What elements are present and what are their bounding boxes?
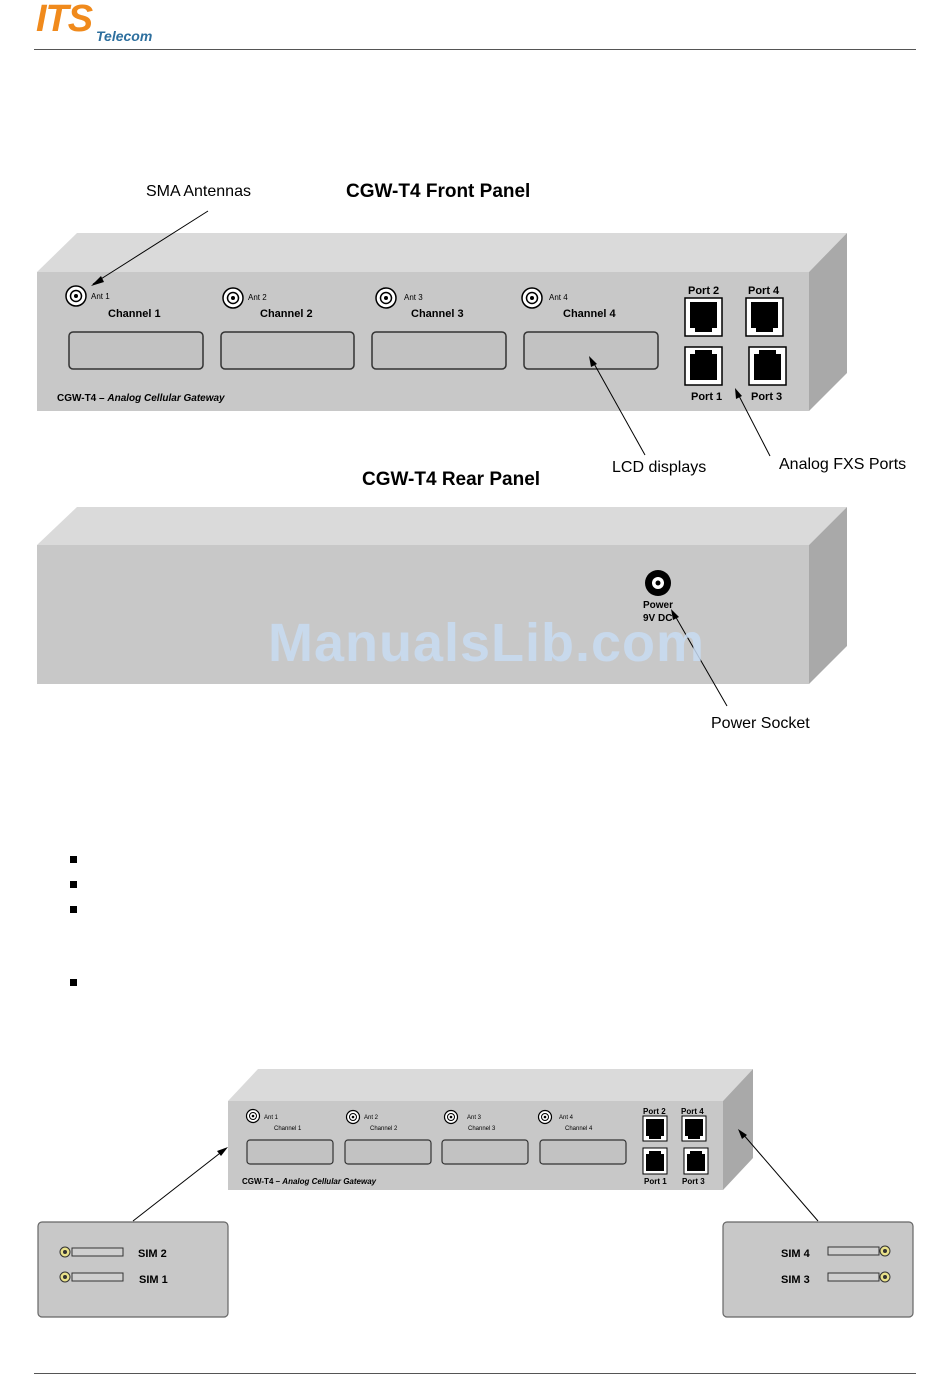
sim-3-label: SIM 3 [781, 1274, 810, 1286]
sim-device-port-2-label: Port 2 [643, 1107, 666, 1116]
sim-1-slot [59, 1271, 124, 1283]
lcd-display-3 [371, 331, 507, 370]
sim-device-port-4-label: Port 4 [681, 1107, 704, 1116]
sim-2-slot [59, 1246, 124, 1258]
telecom-logo-text: Telecom [96, 28, 153, 44]
front-panel-title: CGW-T4 Front Panel [346, 181, 531, 202]
rear-panel-top [37, 507, 847, 545]
front-port-1 [684, 346, 723, 386]
sim-device-lcd-4 [539, 1139, 627, 1165]
front-panel-box [37, 233, 847, 411]
right-sim-callout-arrowhead [738, 1129, 747, 1139]
header-divider [34, 49, 916, 50]
front-device-label: CGW-T4 – Analog Cellular Gateway [57, 393, 225, 404]
front-port-1-label: Port 1 [691, 391, 722, 403]
rear-panel-side [809, 507, 847, 684]
fxs-callout-line [736, 391, 771, 457]
sim-device-antenna-2 [345, 1109, 361, 1125]
lcd-display-1 [68, 331, 204, 370]
sim-device-channel-label-1: Channel 1 [274, 1126, 302, 1132]
sim-device-channel-label-4: Channel 4 [565, 1126, 593, 1132]
sim-4-label: SIM 4 [781, 1248, 811, 1260]
power-label-line1: Power [643, 600, 673, 611]
front-channel-label-1: Channel 1 [108, 308, 161, 320]
sim-device-port-1-label: Port 1 [644, 1177, 667, 1186]
front-ant-label-3: Ant 3 [404, 293, 423, 302]
sim-2-label: SIM 2 [138, 1248, 167, 1260]
sim-device-lcd-1 [246, 1139, 334, 1165]
rear-panel-face [37, 545, 809, 684]
front-channel-label-4: Channel 4 [563, 308, 616, 320]
right-sim-tray [722, 1221, 914, 1318]
sim-device-lcd-3 [441, 1139, 529, 1165]
left-sim-tray [37, 1221, 229, 1318]
sim-device-antenna-1 [245, 1108, 261, 1124]
power-label-line2: 9V DC [643, 613, 672, 624]
power-callout-arrowhead [671, 609, 679, 620]
antenna-callout-line [92, 210, 209, 285]
front-port-2-label: Port 2 [688, 285, 719, 297]
sim-device-label: CGW-T4 – Analog Cellular Gateway [242, 1177, 377, 1186]
front-ant-label-2: Ant 2 [248, 293, 267, 302]
front-port-4-label: Port 4 [748, 285, 780, 297]
sim-device-antenna-4 [537, 1109, 553, 1125]
sim-device-port-4 [681, 1115, 707, 1142]
left-sim-callout-arrowhead [217, 1147, 228, 1156]
sim-device-lcd-2 [344, 1139, 432, 1165]
lcd-callout-line [591, 359, 646, 456]
front-panel-top [37, 233, 847, 272]
sim-device-channel-label-3: Channel 3 [468, 1126, 496, 1132]
sim-device-ant-label-2: Ant 2 [364, 1115, 379, 1121]
bullet-marker-3 [70, 906, 77, 913]
manualslib-watermark: ManualsLib.com [268, 613, 706, 673]
front-channel-label-3: Channel 3 [411, 308, 464, 320]
front-antenna-3 [375, 287, 397, 309]
front-antenna-1 [65, 285, 87, 307]
lcd-callout-arrowhead [589, 356, 597, 367]
lcd-display-2 [220, 331, 355, 370]
sim-device-port-3-label: Port 3 [682, 1177, 705, 1186]
sim-1-label: SIM 1 [139, 1274, 168, 1286]
right-sim-callout-line [741, 1132, 819, 1222]
sim-device-antenna-3 [443, 1109, 459, 1125]
antenna-callout-arrowhead [91, 276, 104, 286]
sim-4-slot [827, 1245, 891, 1257]
left-sim-callout-line [132, 1149, 225, 1222]
power-callout-line [673, 613, 728, 707]
lcd-displays-callout: LCD displays [612, 459, 707, 476]
sma-antennas-callout: SMA Antennas [146, 183, 251, 200]
front-port-3 [748, 346, 787, 386]
front-port-4 [745, 297, 784, 337]
front-ant-label-4: Ant 4 [549, 293, 568, 302]
power-socket [645, 570, 671, 596]
sim-device-ant-label-1: Ant 1 [264, 1115, 279, 1121]
front-panel-side [809, 233, 847, 411]
sim-device-port-1 [642, 1147, 668, 1175]
rear-panel-title: CGW-T4 Rear Panel [362, 469, 541, 490]
bullet-marker-1 [70, 856, 77, 863]
sim-device-ant-label-4: Ant 4 [559, 1115, 574, 1121]
sim-device-ant-label-3: Ant 3 [467, 1115, 482, 1121]
sim-device-port-3 [683, 1147, 709, 1175]
front-antenna-4 [521, 287, 543, 309]
bullet-marker-2 [70, 881, 77, 888]
power-socket-callout: Power Socket [711, 715, 810, 732]
front-port-3-label: Port 3 [751, 391, 782, 403]
front-antenna-2 [222, 287, 244, 309]
analog-fxs-ports-callout: Analog FXS Ports [779, 456, 907, 473]
front-ant-label-1: Ant 1 [91, 292, 110, 301]
sim-device-port-2 [642, 1115, 668, 1142]
its-logo: ITS [36, 0, 93, 40]
sim-3-slot [827, 1271, 891, 1283]
front-port-2 [684, 297, 723, 337]
footer-divider [34, 1373, 916, 1374]
rear-panel-box [37, 507, 847, 684]
lcd-display-4 [523, 331, 659, 370]
front-channel-label-2: Channel 2 [260, 308, 313, 320]
fxs-callout-arrowhead [735, 388, 742, 399]
sim-device-channel-label-2: Channel 2 [370, 1126, 398, 1132]
bullet-marker-4 [70, 979, 77, 986]
